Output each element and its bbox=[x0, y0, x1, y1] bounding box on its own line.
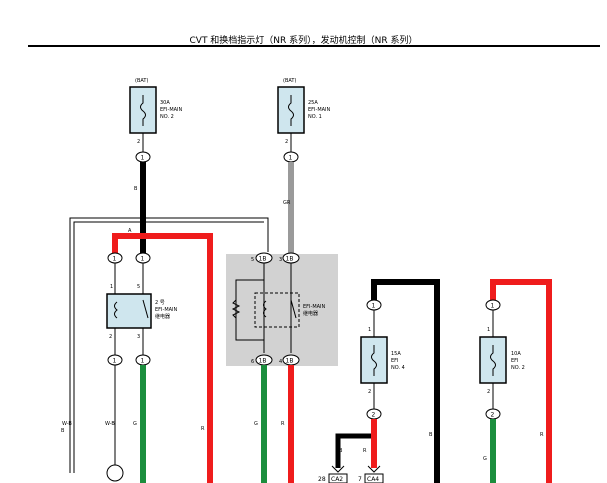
fuse-pin: 2 bbox=[368, 389, 371, 395]
fuse-pin: 2 bbox=[137, 139, 140, 145]
wire-black-ca2 bbox=[335, 433, 374, 468]
fuse-efi-no2: 1 1 10A EFI NO. 2 2 2 bbox=[479, 299, 525, 420]
connector-label: 1 bbox=[141, 358, 145, 365]
wire-black-fuse3-feed bbox=[371, 279, 440, 483]
connector-label: 2 bbox=[372, 412, 376, 419]
page-title: CVT 和换档指示灯（NR 系列），发动机控制（NR 系列） bbox=[189, 36, 418, 46]
connector-label: 1 bbox=[113, 358, 117, 365]
wire-red-relay1-feed bbox=[112, 233, 213, 483]
fuse-efi-main-2: (BAT) 30A EFI-MAIN NO. 2 2 1 bbox=[129, 78, 183, 163]
fuse-pin: 2 bbox=[285, 139, 288, 145]
wire-code: R bbox=[363, 448, 367, 454]
connector-pin: 28 bbox=[318, 476, 326, 483]
connector-name: CA4 bbox=[367, 476, 379, 483]
fuse-pin: 1 bbox=[368, 327, 371, 333]
fuse-source-label: (BAT) bbox=[283, 78, 296, 84]
connector-label: 1B bbox=[286, 358, 294, 365]
fuse-pin: 2 bbox=[487, 389, 490, 395]
relay-pin: 6 bbox=[251, 359, 254, 365]
relay-pin: 1 bbox=[110, 284, 113, 290]
relay-pin: 4 bbox=[279, 359, 282, 365]
wire-code: G bbox=[483, 456, 487, 462]
wire-code: G bbox=[133, 421, 137, 427]
connector-ca2: CA2 28 bbox=[318, 465, 348, 483]
connector-label: 1 bbox=[113, 256, 117, 263]
wire-code: B bbox=[339, 448, 343, 454]
wire-code: R bbox=[201, 426, 205, 432]
fuse-source-label: (BAT) bbox=[135, 78, 148, 84]
fuse-name: EFI-MAIN bbox=[160, 107, 183, 113]
connector-label: 1 bbox=[372, 303, 376, 310]
relay-label: 继电器 bbox=[155, 313, 170, 320]
relay-pin: 2 bbox=[109, 334, 112, 340]
connector-label: 2 bbox=[491, 412, 495, 419]
wire-code: B bbox=[61, 428, 65, 434]
relay-pin: 5 bbox=[251, 257, 254, 263]
fuse-name-no: NO. 1 bbox=[308, 114, 322, 120]
connector-name: CA2 bbox=[331, 476, 343, 483]
connector-pin: 7 bbox=[358, 476, 362, 483]
wire-red-fuse4-feed bbox=[490, 279, 552, 483]
wire-code: R bbox=[281, 421, 285, 427]
wire-code: G bbox=[254, 421, 258, 427]
wire-code: B bbox=[134, 186, 138, 192]
connector-label: 1B bbox=[259, 358, 267, 365]
ground-terminal bbox=[106, 464, 124, 482]
fuse-name: EFI bbox=[511, 358, 519, 364]
connector-label: 1B bbox=[259, 256, 267, 263]
connector-label: 1 bbox=[141, 256, 145, 263]
fuse-name: EFI-MAIN bbox=[308, 107, 331, 113]
connector-label: 1B bbox=[286, 256, 294, 263]
fuse-rating: 30A bbox=[160, 100, 170, 106]
connector-label: 1 bbox=[141, 155, 145, 162]
fuse-rating: 10A bbox=[511, 351, 521, 357]
relay-label: EFI-MAIN bbox=[155, 307, 178, 313]
wire-code: B bbox=[429, 432, 433, 438]
relay-pin: 3 bbox=[279, 257, 282, 263]
relay-pin: 3 bbox=[137, 334, 140, 340]
fuse-rating: 25A bbox=[308, 100, 318, 106]
relay-label: EFI-MAIN bbox=[303, 304, 326, 310]
relay-label: 继电器 bbox=[303, 310, 318, 317]
connector-label: 1 bbox=[491, 303, 495, 310]
splice-mark: A bbox=[128, 228, 132, 234]
fuse-name-no: NO. 2 bbox=[160, 114, 174, 120]
fuse-rating: 15A bbox=[391, 351, 401, 357]
fuse-efi-main-1: (BAT) 25A EFI-MAIN NO. 1 2 1 bbox=[277, 78, 331, 163]
ground-frame-wire bbox=[69, 217, 269, 473]
connector-label: 1 bbox=[289, 155, 293, 162]
fuse-name-no: NO. 2 bbox=[511, 365, 525, 371]
wire-code: R bbox=[540, 432, 544, 438]
connector-ca4: CA4 7 bbox=[358, 465, 384, 483]
header-rule bbox=[28, 45, 600, 47]
relay-label: 2 号 bbox=[155, 300, 165, 306]
relay-efi-main: 1B 1B 5 3 EFI-MAIN 继电器 6 4 1B 1B bbox=[226, 252, 338, 366]
fuse-pin: 1 bbox=[487, 327, 490, 333]
relay-pin: 5 bbox=[137, 284, 140, 290]
fuse-name: EFI bbox=[391, 358, 399, 364]
wire-code: W-B bbox=[62, 421, 72, 427]
wire-code: GR bbox=[283, 200, 291, 206]
relay-efi-main-2: 1 1 1 5 2 号 EFI-MAIN 继电器 2 3 1 1 bbox=[106, 252, 178, 366]
wire-code: W-B bbox=[105, 421, 115, 427]
fuse-efi-no4: 1 1 15A EFI NO. 4 2 2 bbox=[360, 299, 405, 420]
fuse-name-no: NO. 4 bbox=[391, 365, 405, 371]
